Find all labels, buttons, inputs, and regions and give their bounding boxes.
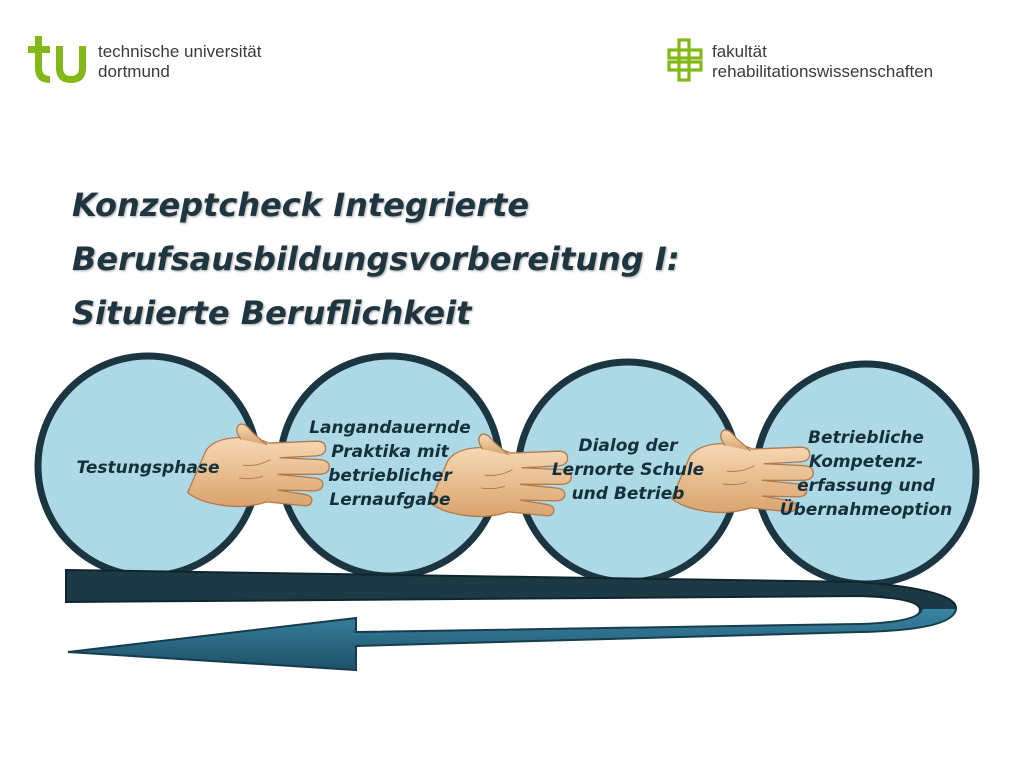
return-band [65, 568, 958, 634]
process-diagram-graphic [34, 352, 980, 672]
tu-logo-icon [28, 36, 86, 83]
title-line-2: Berufsausbildungsvorbereitung I: [72, 240, 680, 278]
title-line-3: Situierte Beruflichkeit [72, 294, 472, 332]
faculty-logo: fakultät rehabilitationswissenschaften [666, 38, 1006, 88]
faculty-name-line2: rehabilitationswissenschaften [712, 62, 934, 81]
title-line-1: Konzeptcheck Integrierte [72, 186, 530, 224]
process-diagram: Testungsphase Langandauernde Praktika mi… [0, 340, 1024, 700]
return-arrow [67, 607, 958, 672]
faculty-cross-icon [667, 38, 703, 82]
phase-label-2: Langandauernde Praktika mit betriebliche… [309, 418, 471, 510]
university-name-line1: technische universität [98, 42, 262, 61]
phase-label-4: Betriebliche Kompetenz- erfassung und Üb… [779, 428, 953, 520]
phase-label-1: Testungsphase [76, 458, 220, 478]
tu-dortmund-logo: technische universität dortmund [26, 34, 326, 90]
university-name-line2: dortmund [98, 62, 170, 81]
faculty-name-line1: fakultät [712, 42, 767, 61]
phase-label-3: Dialog der Lernorte Schule und Betrieb [551, 436, 705, 504]
slide-title: Konzeptcheck Integrierte Berufsausbildun… [72, 178, 792, 340]
